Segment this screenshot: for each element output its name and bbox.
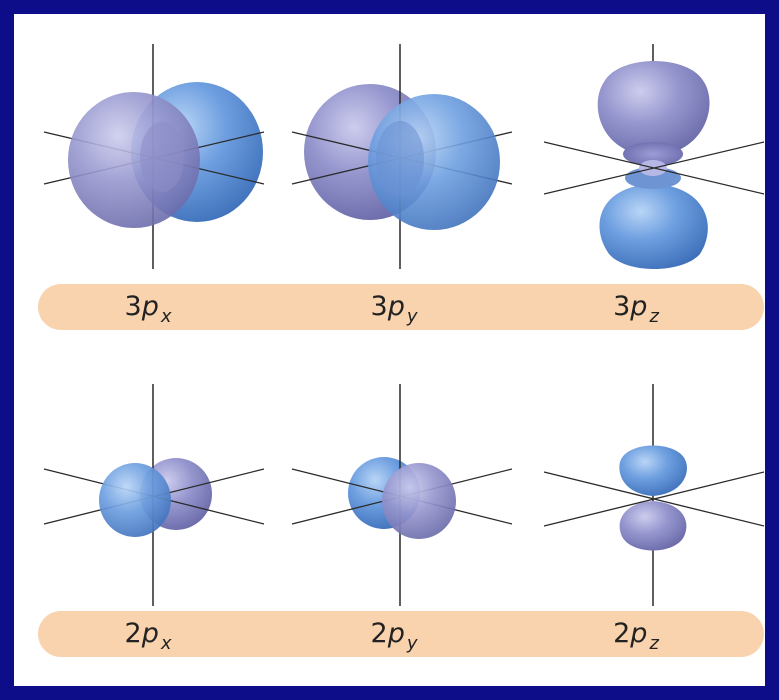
orbital-2px xyxy=(44,384,264,606)
lobe-2pz-top xyxy=(619,446,687,497)
lobe-2pz-bottom xyxy=(620,501,687,551)
lobe-3px-overlap xyxy=(140,122,184,192)
orbital-3py xyxy=(292,44,512,269)
orbital-3px xyxy=(44,44,264,269)
lobe-3pz-bottom xyxy=(599,184,707,269)
lobe-3py-overlap xyxy=(376,121,424,197)
orbital-2py xyxy=(292,384,512,606)
lobe-2py-front xyxy=(382,463,456,539)
lobe-2px-front xyxy=(99,463,171,537)
orbital-2pz xyxy=(544,384,764,606)
lobe-3pz-top xyxy=(598,61,710,156)
orbital-3pz xyxy=(544,44,764,269)
orbital-diagram xyxy=(14,14,765,686)
